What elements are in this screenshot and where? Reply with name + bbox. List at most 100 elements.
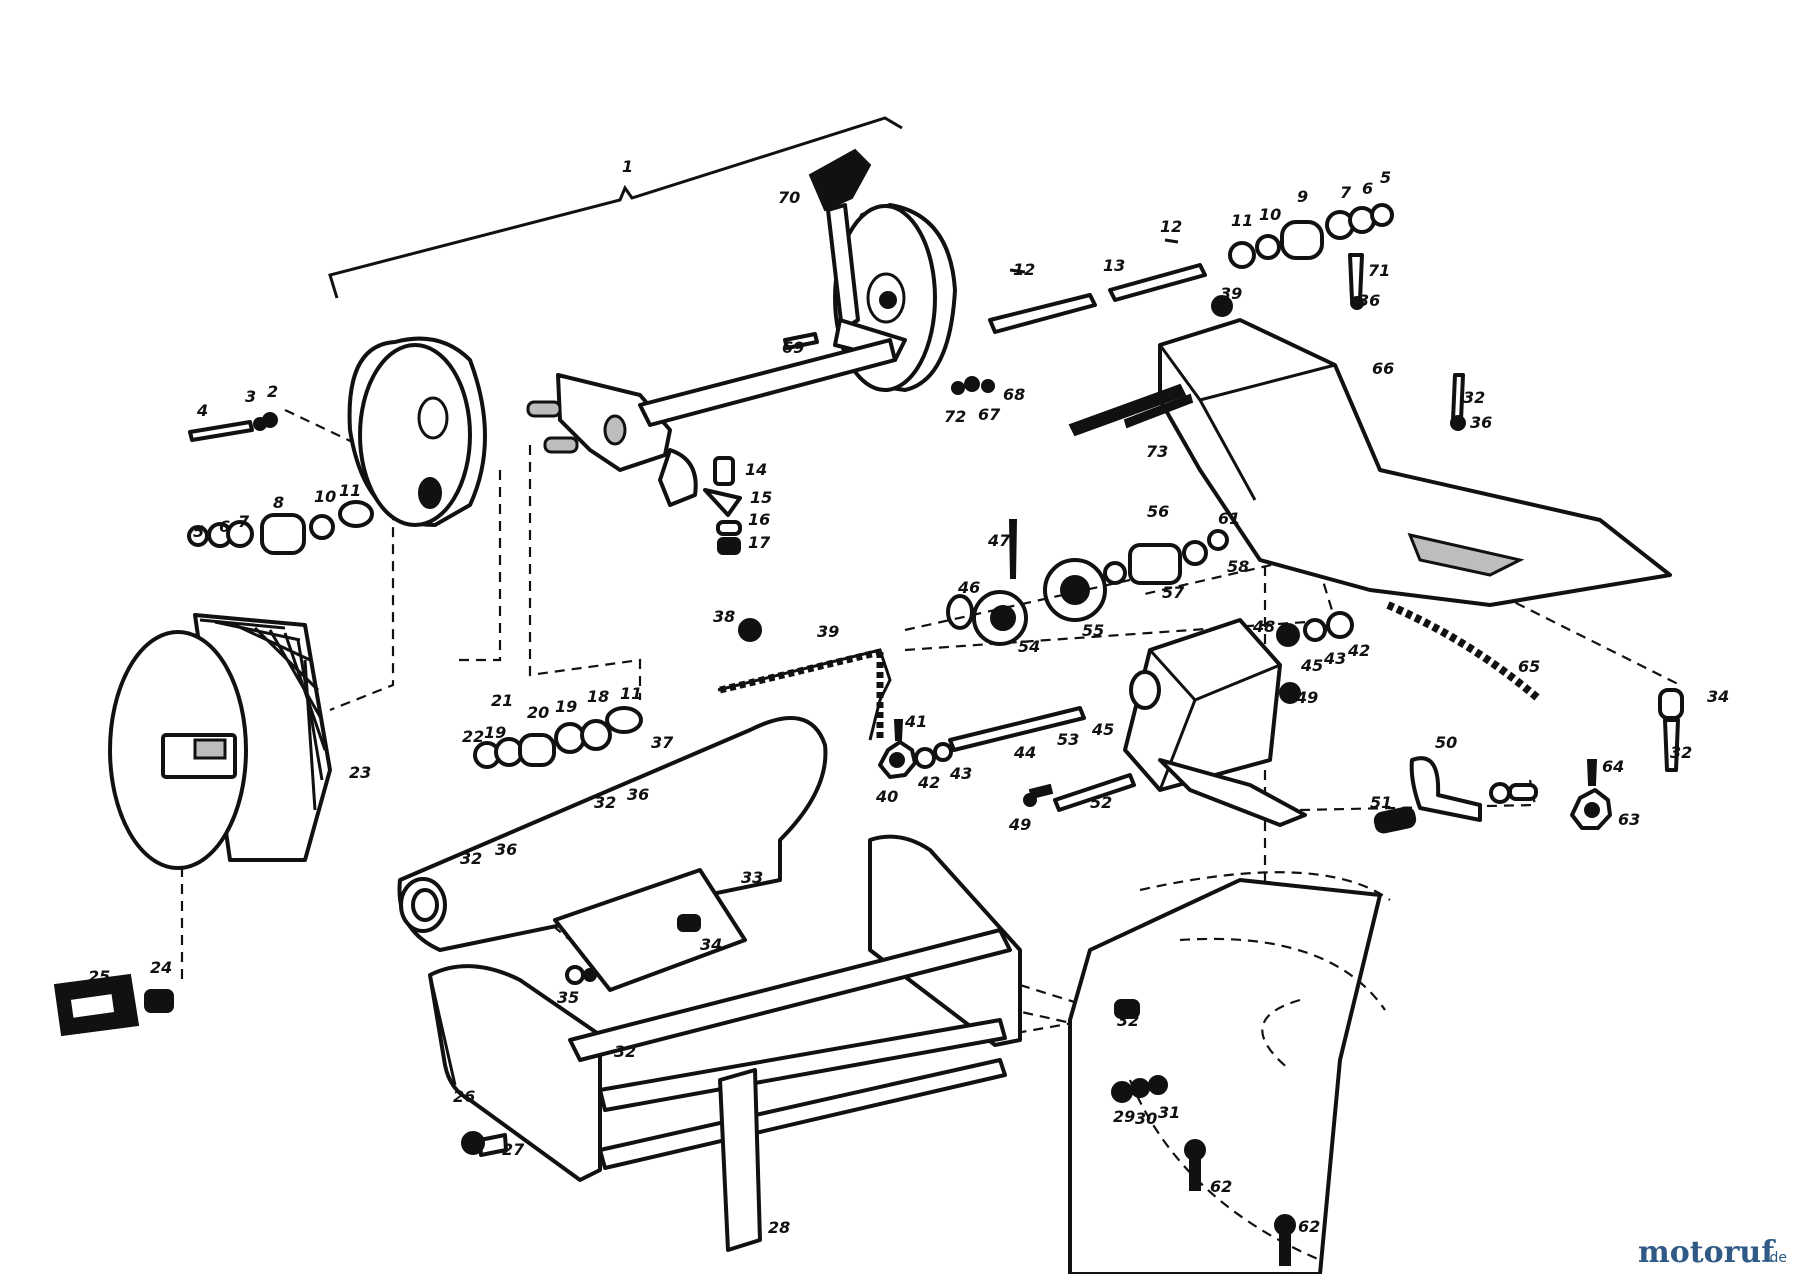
callout-46: 46 [957,578,980,597]
callout-71: 71 [1368,261,1390,280]
callout-10b: 10 [1259,205,1281,224]
callout-63: 63 [1618,810,1640,829]
callout-18: 18 [587,687,609,706]
callout-49b: 49 [1295,688,1318,707]
callout-62b: 62 [1298,1217,1320,1236]
callout-28: 28 [768,1218,790,1237]
callout-36c: 36 [627,785,649,804]
callout-68: 68 [1003,385,1025,404]
drive-shaft [988,238,1207,334]
callout-36d: 36 [495,840,517,859]
callout-14: 14 [745,460,767,479]
height-lever [1373,756,1538,834]
callout-30: 30 [1135,1109,1157,1128]
watermark: motoruf .de [1638,1235,1787,1270]
callout-62: 62 [1210,1177,1232,1196]
callout-57: 57 [1162,583,1185,602]
callout-23: 23 [349,763,371,782]
callout-48: 48 [1252,617,1275,636]
callout-34b: 34 [700,935,722,954]
chain [717,601,1543,741]
callout-32d: 32 [460,849,482,868]
callout-32: 32 [1463,388,1485,407]
bearing-set-right [1228,203,1466,431]
callout-8: 8 [273,493,284,512]
callout-64: 64 [1602,757,1624,776]
callout-19: 19 [555,697,577,716]
callout-67: 67 [978,405,1001,424]
callout-32f: 32 [1117,1011,1139,1030]
callout-44: 44 [1013,743,1036,762]
callout-37: 37 [651,733,674,752]
callout-5b: 5 [1380,168,1391,187]
callout-7b: 7 [1340,183,1352,202]
callout-55: 55 [1082,621,1104,640]
callout-58: 58 [1227,557,1249,576]
watermark-tld: .de [1765,1250,1787,1266]
callout-12: 12 [1013,260,1035,279]
callout-6: 6 [219,517,230,536]
callout-39b: 39 [817,622,839,641]
callout-35: 35 [557,988,579,1007]
callout-56: 56 [1147,502,1169,521]
callout-11: 11 [339,481,361,500]
mower-deck [1068,871,1391,1274]
chain-guard [397,716,828,952]
chassis-cover [1068,295,1672,607]
callout-36: 36 [1470,413,1492,432]
watermark-name: motoruf [1638,1235,1776,1270]
callout-36b: 36 [1358,291,1380,310]
callout-32e: 32 [614,1042,636,1061]
star-knob-left [878,719,917,779]
callout-65: 65 [1518,657,1540,676]
gearbox-housing [1123,618,1307,827]
star-knob-right [1570,759,1612,830]
axle-plate [526,338,897,472]
callout-47: 47 [987,531,1011,550]
callout-40: 40 [875,787,898,806]
callout-42b: 42 [917,773,940,792]
callout-9: 9 [1297,187,1308,206]
callout-5: 5 [193,522,204,541]
callout-34: 34 [1707,687,1729,706]
callout-4: 4 [196,401,208,420]
callout-25: 25 [88,967,110,986]
left-wheel-disc [347,336,487,527]
callout-2: 2 [267,382,278,401]
callout-20: 20 [527,703,549,722]
rear-frame [428,834,1022,1252]
callout-13: 13 [1103,256,1125,275]
callout-3: 3 [245,387,256,406]
bolt-group-right [1658,688,1684,772]
assembly-bracket [328,116,903,299]
callout-11b: 11 [1231,211,1253,230]
callout-7: 7 [238,512,250,531]
countershaft [914,611,1354,812]
name-plate [53,973,174,1037]
callout-6b: 6 [1362,179,1373,198]
callout-43: 43 [1323,649,1346,668]
callout-49: 49 [1008,815,1031,834]
bolt-group-left [187,412,374,555]
callout-66: 66 [1372,359,1394,378]
callout-42: 42 [1347,641,1370,660]
callout-19b: 19 [484,723,506,742]
callout-22: 22 [462,727,484,746]
callout-61: 61 [1218,509,1240,528]
callout-51: 51 [1370,793,1392,812]
callout-24: 24 [150,958,172,977]
callout-39: 39 [1220,284,1242,303]
callout-69: 69 [782,338,804,357]
callout-70: 70 [778,188,800,207]
callout-27: 27 [502,1140,525,1159]
callout-53: 53 [1057,730,1079,749]
small-parts-set [473,706,643,769]
callout-50: 50 [1435,733,1457,752]
callout-32c: 32 [594,793,616,812]
callout-38: 38 [713,607,735,626]
spring-bracket [553,868,747,992]
callout-52: 52 [1090,793,1112,812]
callout-45b: 45 [1091,720,1114,739]
callout-43b: 43 [949,764,972,783]
